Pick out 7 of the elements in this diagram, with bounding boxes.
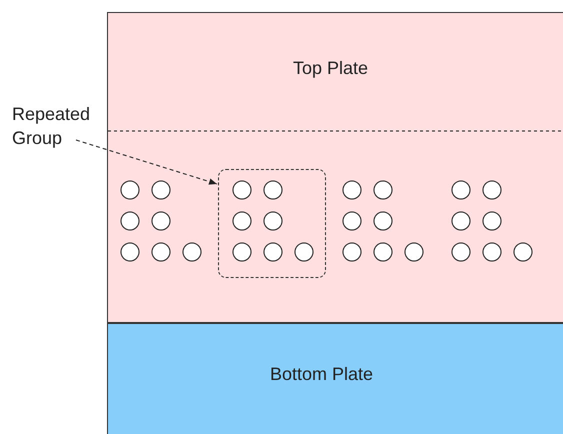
leader-line xyxy=(76,140,218,185)
callout-label: Repeated Group xyxy=(12,102,106,152)
plate-label: Bottom Plate xyxy=(270,364,374,385)
plate-panel xyxy=(107,12,563,323)
plate-panel xyxy=(107,323,563,434)
plate-label: Top Plate xyxy=(293,58,368,79)
group-outline xyxy=(218,169,326,278)
